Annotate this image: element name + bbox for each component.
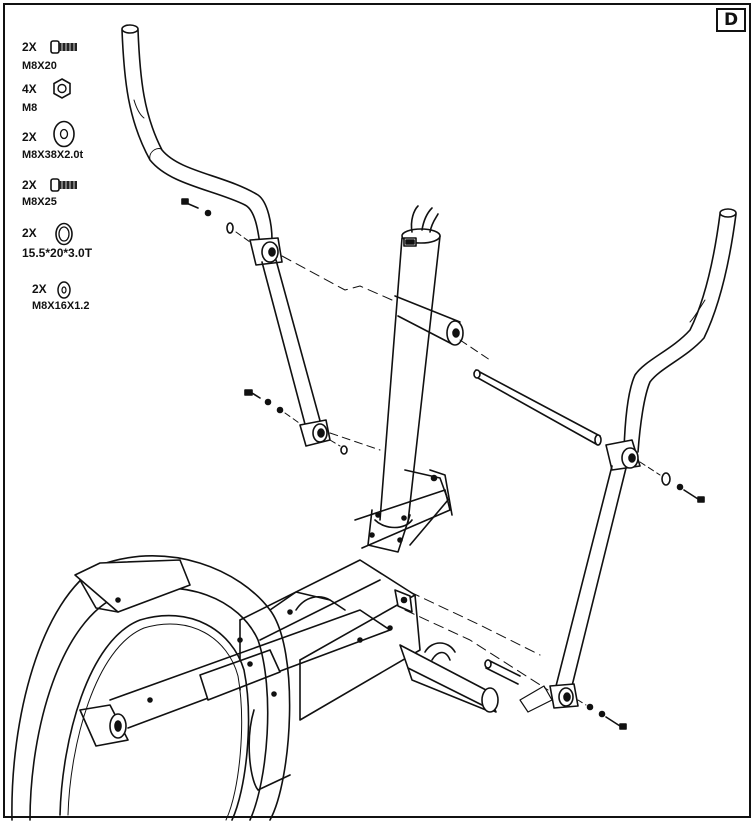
part-quantity: 4X	[22, 82, 37, 96]
part-quantity: 2X	[22, 40, 37, 54]
left-lower-arm	[261, 259, 331, 447]
step-badge: D	[716, 8, 746, 32]
left-top-hardware	[181, 198, 251, 243]
bolt-icon	[50, 40, 77, 54]
bolt-icon	[50, 178, 77, 192]
part-item-bushing-washer: 2X 15.5*20*3.0T	[22, 222, 162, 262]
part-item-nut-m8: 4X M8	[22, 78, 162, 120]
rear-stabilizer	[399, 642, 521, 713]
nut-icon	[53, 78, 71, 99]
flywheel-shroud	[11, 555, 331, 821]
right-pivot-bushing	[605, 439, 641, 471]
small-washer-icon	[57, 281, 71, 299]
right-lower-arm	[549, 465, 627, 709]
part-item-bolt-m8x25: 2X M8X25	[22, 176, 162, 212]
pivot-axle	[473, 369, 602, 446]
page-frame	[3, 3, 751, 818]
pedal-tube	[79, 704, 129, 747]
bushing-washer-icon	[55, 222, 73, 246]
part-spec: M8X16X1.2	[32, 300, 90, 312]
left-bottom-hardware	[244, 389, 381, 455]
part-spec: M8X38X2.0t	[22, 149, 84, 161]
part-quantity: 2X	[22, 130, 37, 144]
crank-arm	[109, 609, 391, 729]
left-pivot-bushing	[249, 237, 283, 266]
part-spec: 15.5*20*3.0T	[22, 246, 93, 260]
right-handlebar	[623, 208, 737, 453]
part-item-washer-m8x38: 2X M8X38X2.0t	[22, 120, 162, 164]
large-washer-icon	[53, 120, 75, 148]
center-column	[367, 205, 441, 553]
part-spec: M8	[22, 102, 38, 114]
part-item-washer-m8x16: 2X M8X16X1.2	[22, 280, 162, 320]
part-quantity: 2X	[32, 282, 47, 296]
right-arm-hardware	[639, 461, 705, 503]
part-spec: M8X25	[22, 196, 57, 208]
assembly-guide-lines	[404, 591, 549, 691]
right-lower-hardware	[519, 685, 627, 730]
part-quantity: 2X	[22, 178, 37, 192]
left-handlebar	[121, 24, 273, 246]
part-spec: M8X20	[22, 60, 57, 72]
part-quantity: 2X	[22, 226, 37, 240]
pivot-tube	[281, 255, 491, 361]
part-item-bolt-m8x20: 2X M8X20	[22, 40, 162, 80]
